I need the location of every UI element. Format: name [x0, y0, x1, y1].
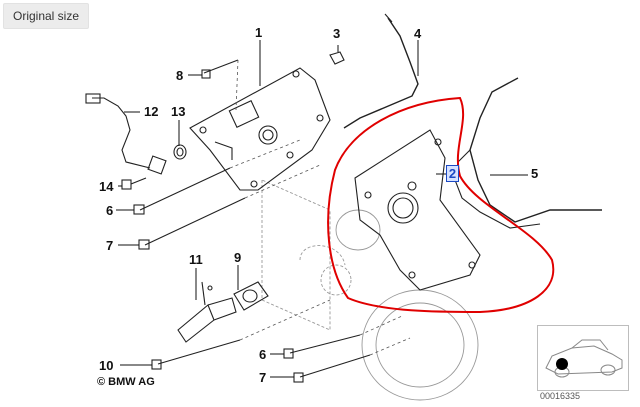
image-code: 00016335	[540, 391, 581, 401]
part-number-7-bottom[interactable]: 7	[259, 370, 267, 385]
part-number-10[interactable]: 10	[99, 358, 114, 373]
vehicle-thumbnail	[537, 325, 629, 391]
lower-gasket	[469, 77, 602, 223]
lower-timing-cover	[354, 129, 481, 291]
red-annotation-circle	[327, 96, 555, 314]
part-number-11[interactable]: 11	[189, 252, 203, 267]
copyright-label: © BMW AG	[97, 376, 155, 388]
part-number-12[interactable]: 12	[144, 104, 159, 119]
part-number-14[interactable]: 14	[99, 179, 114, 194]
part-number-9[interactable]: 9	[234, 250, 242, 265]
car-icon	[545, 339, 623, 378]
part-number-8[interactable]: 8	[176, 68, 184, 83]
part-number-1[interactable]: 1	[255, 25, 263, 40]
original-size-button[interactable]: Original size	[3, 3, 90, 29]
part-number-5[interactable]: 5	[531, 166, 539, 181]
part-number-6-bottom[interactable]: 6	[259, 347, 267, 362]
part-number-4[interactable]: 4	[414, 26, 422, 41]
part-number-2[interactable]: 2	[446, 165, 459, 182]
part-number-6-left[interactable]: 6	[106, 203, 114, 218]
part-number-3[interactable]: 3	[333, 26, 341, 41]
upper-gasket	[343, 17, 419, 129]
upper-timing-cover	[189, 67, 331, 191]
part-number-7-left[interactable]: 7	[106, 238, 114, 253]
part-number-13[interactable]: 13	[171, 104, 186, 119]
